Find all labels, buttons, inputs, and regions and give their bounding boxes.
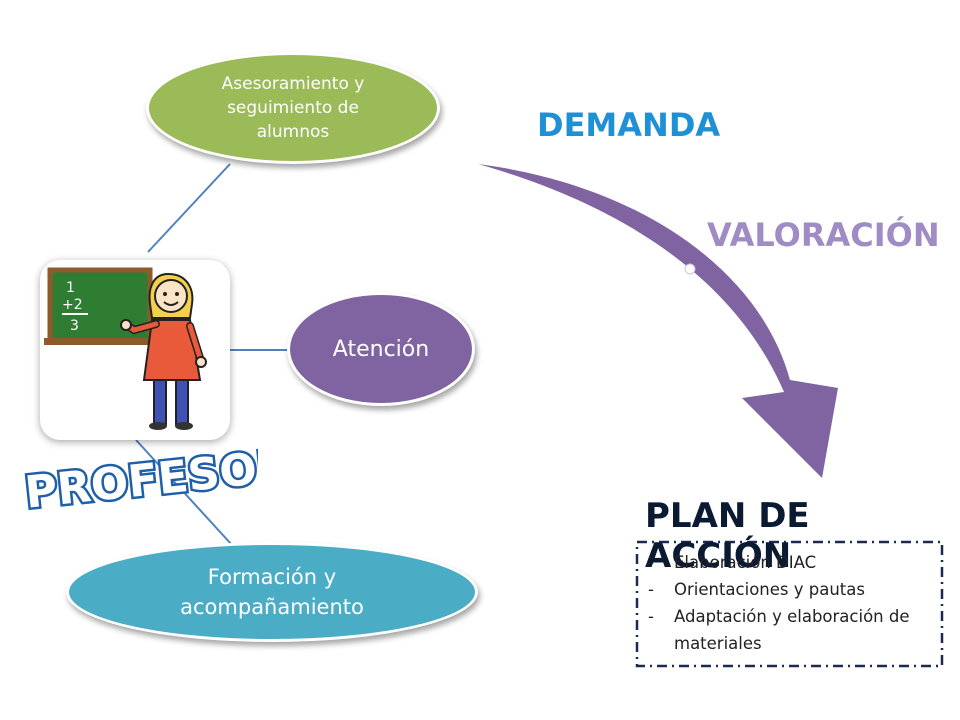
teacher-pictogram-icon: 1 +2 3 <box>44 267 207 430</box>
label-plan-de-accion: PLAN DE ACCIÓN <box>645 496 810 576</box>
plan-item-text: Elaboración DIAC <box>674 553 817 572</box>
blackboard-line-3: 3 <box>70 318 79 334</box>
label-valoracion: VALORACIÓN <box>707 216 940 254</box>
node-formacion: Formación y acompañamiento <box>66 542 478 642</box>
profesor-label: PROFESOR <box>20 438 258 516</box>
plan-item-text: Orientaciones y pautas <box>674 580 865 599</box>
node-asesoramiento: Asesoramiento y seguimiento de alumnos <box>146 52 440 164</box>
node-atencion: Atención <box>287 292 475 406</box>
node-formacion-label: Formación y acompañamiento <box>180 565 364 619</box>
plan-item: -Elaboración DIAC <box>648 553 817 572</box>
plan-items-list: -Elaboración DIAC -Orientaciones y pauta… <box>646 549 932 657</box>
plan-item-text: Adaptación y elaboración de materiales <box>674 607 910 653</box>
label-demanda: DEMANDA <box>537 106 721 144</box>
plan-item: -Adaptación y elaboración de materiales <box>648 607 910 653</box>
curved-arrow-highlight <box>478 158 794 380</box>
blackboard-line-2: +2 <box>62 297 83 313</box>
plan-box-border <box>635 540 944 668</box>
profesor-text: PROFESOR <box>23 440 258 516</box>
blackboard-line-1: 1 <box>66 280 75 296</box>
plan-item: -Orientaciones y pautas <box>648 580 865 599</box>
connector-line-top <box>147 163 231 253</box>
node-atencion-label: Atención <box>332 336 430 362</box>
arrow-dot <box>684 263 696 275</box>
connector-line-bottom <box>135 439 233 546</box>
plan-items-box: -Elaboración DIAC -Orientaciones y pauta… <box>636 541 942 665</box>
node-asesoramiento-label: Asesoramiento y seguimiento de alumnos <box>221 74 365 142</box>
teacher-pictogram-card: 1 +2 3 <box>40 260 230 440</box>
curved-arrow <box>478 164 838 478</box>
